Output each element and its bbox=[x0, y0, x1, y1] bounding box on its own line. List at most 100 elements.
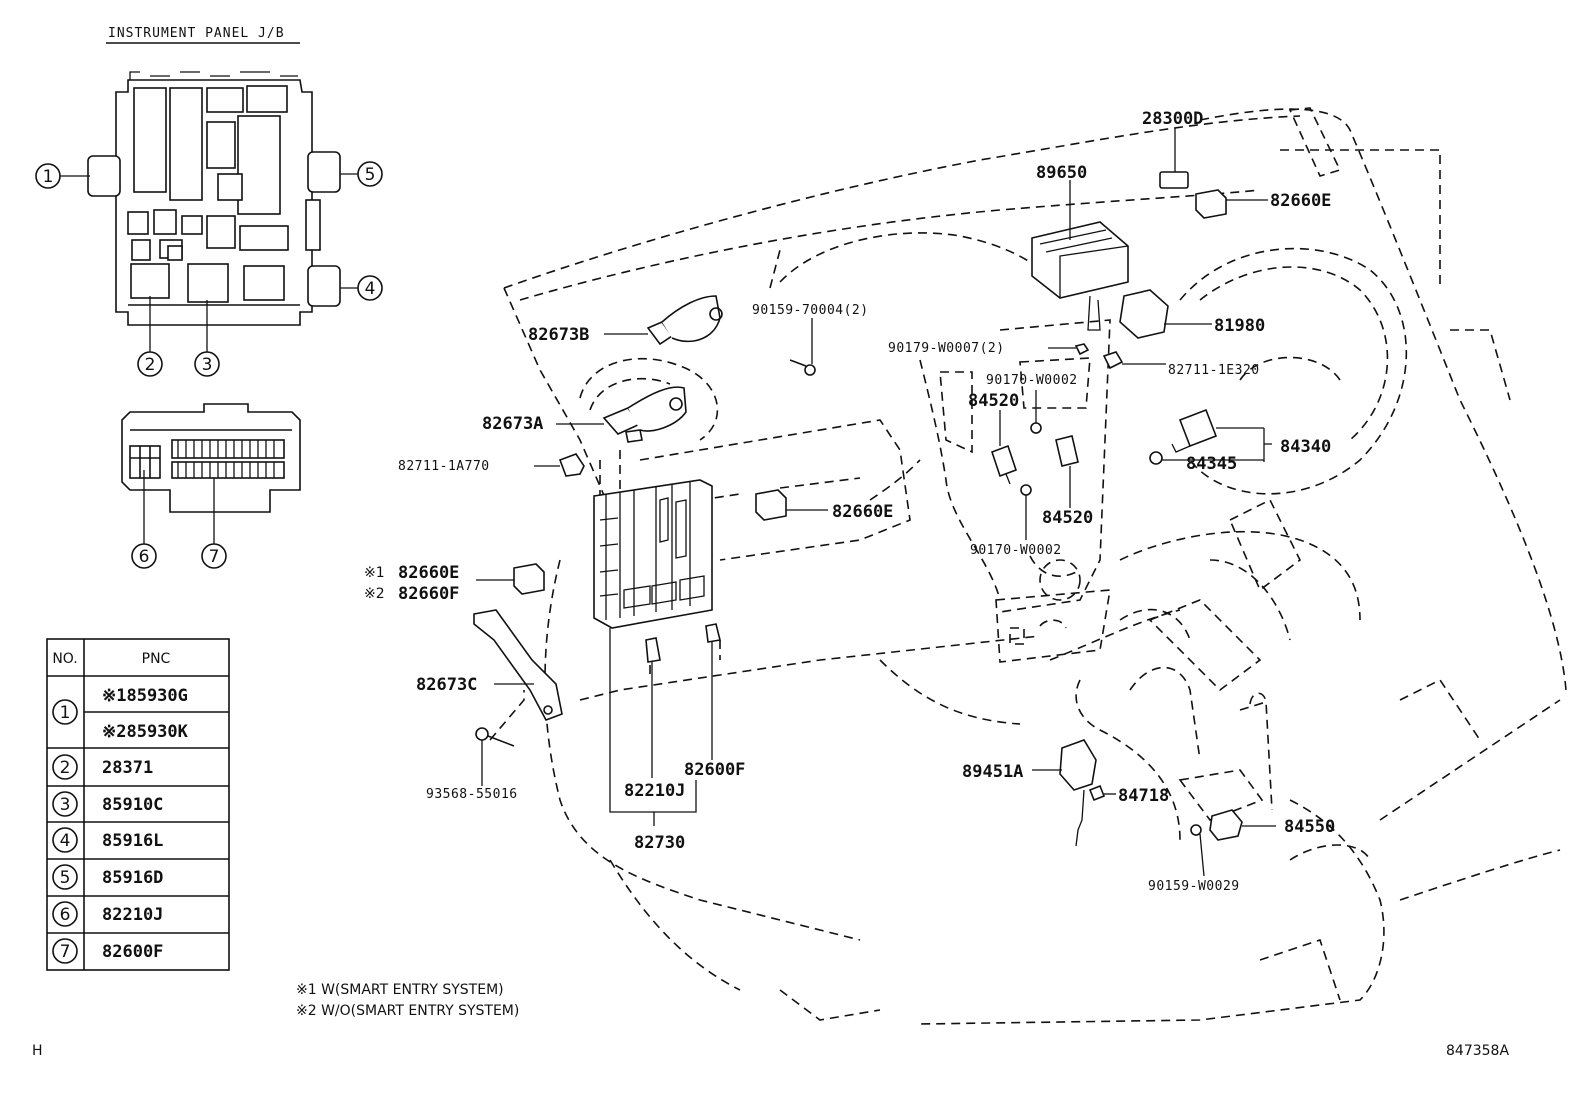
svg-text:82600F: 82600F bbox=[102, 942, 163, 962]
svg-text:※285930K: ※285930K bbox=[102, 722, 189, 742]
svg-text:4: 4 bbox=[365, 279, 376, 299]
part-84718 bbox=[1088, 784, 1116, 802]
label-82660f-note: 82660F bbox=[398, 584, 459, 604]
table-row: 3 85910C bbox=[52, 791, 163, 817]
part-84520-right bbox=[1055, 435, 1079, 508]
callout-circle-3: 3 bbox=[194, 300, 220, 377]
svg-text:4: 4 bbox=[60, 831, 71, 851]
svg-text:1: 1 bbox=[60, 703, 71, 723]
table-row: 6 82210J bbox=[52, 901, 163, 927]
svg-text:7: 7 bbox=[60, 942, 71, 962]
part-84520-left bbox=[990, 410, 1018, 485]
pnc-table: NO. PNC 1 ※185930G ※285930K 2 28371 3 85… bbox=[46, 638, 230, 971]
marker-without-smart-entry: ※2 bbox=[364, 586, 385, 602]
table-header-pnc: PNC bbox=[142, 651, 171, 667]
svg-text:85910C: 85910C bbox=[102, 795, 163, 815]
label-90170-w0002-lower: 90170-W0002 bbox=[970, 543, 1062, 558]
label-82673b: 82673B bbox=[528, 325, 589, 345]
part-93568-55016 bbox=[475, 690, 525, 786]
svg-text:5: 5 bbox=[60, 868, 71, 888]
part-82673c bbox=[473, 609, 563, 721]
part-junction-block-assembly bbox=[593, 479, 713, 629]
svg-text:※185930G: ※185930G bbox=[102, 686, 188, 706]
svg-text:6: 6 bbox=[139, 547, 150, 567]
part-82673a bbox=[556, 386, 687, 443]
junction-block-top-view bbox=[87, 71, 341, 326]
svg-text:3: 3 bbox=[60, 795, 71, 815]
label-84520-lower: 84520 bbox=[1042, 508, 1093, 528]
label-82711-1a770: 82711-1A770 bbox=[398, 459, 490, 474]
label-84718: 84718 bbox=[1118, 786, 1169, 806]
label-90179-w0007: 90179-W0007(2) bbox=[888, 341, 1005, 356]
part-82660e-top bbox=[1195, 189, 1268, 219]
part-28300d bbox=[1159, 128, 1189, 189]
svg-text:1: 1 bbox=[43, 167, 54, 187]
label-82660e-note: 82660E bbox=[398, 563, 459, 583]
part-90159-70004 bbox=[789, 318, 816, 376]
part-82711-1a770 bbox=[534, 453, 585, 477]
label-84520-upper: 84520 bbox=[968, 391, 1019, 411]
part-90159-w0029 bbox=[1190, 824, 1205, 877]
label-81980: 81980 bbox=[1214, 316, 1265, 336]
callout-circle-5: 5 bbox=[340, 161, 383, 187]
label-90159-70004: 90159-70004(2) bbox=[752, 303, 869, 318]
part-82730-bracket bbox=[609, 628, 697, 826]
part-82711-1e320 bbox=[1102, 351, 1166, 370]
table-row: 5 85916D bbox=[52, 864, 163, 890]
callout-circle-1: 1 bbox=[35, 163, 90, 189]
part-89451a bbox=[1032, 739, 1097, 847]
label-28300d: 28300D bbox=[1142, 109, 1203, 129]
svg-text:3: 3 bbox=[202, 355, 213, 375]
note-smart-entry: ※1 W(SMART ENTRY SYSTEM) bbox=[296, 982, 504, 998]
callout-circle-2: 2 bbox=[137, 296, 163, 377]
callout-circle-4: 4 bbox=[340, 275, 383, 301]
svg-text:85916L: 85916L bbox=[102, 831, 163, 851]
label-84340: 84340 bbox=[1280, 437, 1331, 457]
part-81980 bbox=[1119, 289, 1212, 339]
label-89451a: 89451A bbox=[962, 762, 1023, 782]
svg-text:82210J: 82210J bbox=[102, 905, 163, 925]
table-header-no: NO. bbox=[52, 651, 77, 667]
part-89650-module bbox=[1031, 180, 1129, 331]
label-82730: 82730 bbox=[634, 833, 685, 853]
svg-text:5: 5 bbox=[365, 165, 376, 185]
svg-text:6: 6 bbox=[60, 905, 71, 925]
part-82673b bbox=[604, 295, 723, 346]
callout-circle-6: 6 bbox=[131, 470, 157, 569]
svg-text:28371: 28371 bbox=[102, 758, 153, 778]
note-without-smart-entry: ※2 W/O(SMART ENTRY SYSTEM) bbox=[296, 1003, 519, 1019]
svg-text:2: 2 bbox=[145, 355, 156, 375]
label-82711-1e320: 82711-1E320 bbox=[1168, 363, 1260, 378]
label-82673c: 82673C bbox=[416, 675, 477, 695]
part-90170-w0002-upper bbox=[1030, 390, 1042, 434]
part-82660e-mid bbox=[755, 489, 828, 521]
label-82660e-mid: 82660E bbox=[832, 502, 893, 522]
label-89650: 89650 bbox=[1036, 163, 1087, 183]
label-82600f: 82600F bbox=[684, 760, 745, 780]
part-82210j bbox=[645, 637, 661, 778]
part-82600f bbox=[705, 623, 721, 760]
label-84550: 84550 bbox=[1284, 817, 1335, 837]
part-90179-w0007 bbox=[1048, 343, 1090, 356]
diagram-title: INSTRUMENT PANEL J/B bbox=[108, 26, 285, 41]
label-90170-w0002-upper: 90170-W0002 bbox=[986, 373, 1078, 388]
svg-text:2: 2 bbox=[60, 758, 71, 778]
svg-text:7: 7 bbox=[209, 547, 220, 567]
part-84340 bbox=[1171, 408, 1272, 462]
label-93568-55016: 93568-55016 bbox=[426, 787, 518, 802]
table-row: 2 28371 bbox=[52, 754, 153, 780]
table-row: 7 82600F bbox=[52, 938, 163, 964]
part-82660e-f-relay bbox=[476, 563, 545, 595]
junction-block-side-view bbox=[121, 403, 301, 513]
part-84345 bbox=[1149, 451, 1264, 465]
svg-text:85916D: 85916D bbox=[102, 868, 163, 888]
callout-circle-7: 7 bbox=[201, 478, 227, 569]
marker-smart-entry: ※1 bbox=[364, 565, 385, 581]
label-90159-w0029: 90159-W0029 bbox=[1148, 879, 1240, 894]
part-90170-w0002-lower bbox=[1020, 484, 1032, 540]
label-82210j: 82210J bbox=[624, 781, 685, 801]
part-84550 bbox=[1209, 809, 1276, 841]
footer-illustration-number: 847358A bbox=[1446, 1043, 1509, 1059]
table-row: 4 85916L bbox=[52, 827, 163, 853]
